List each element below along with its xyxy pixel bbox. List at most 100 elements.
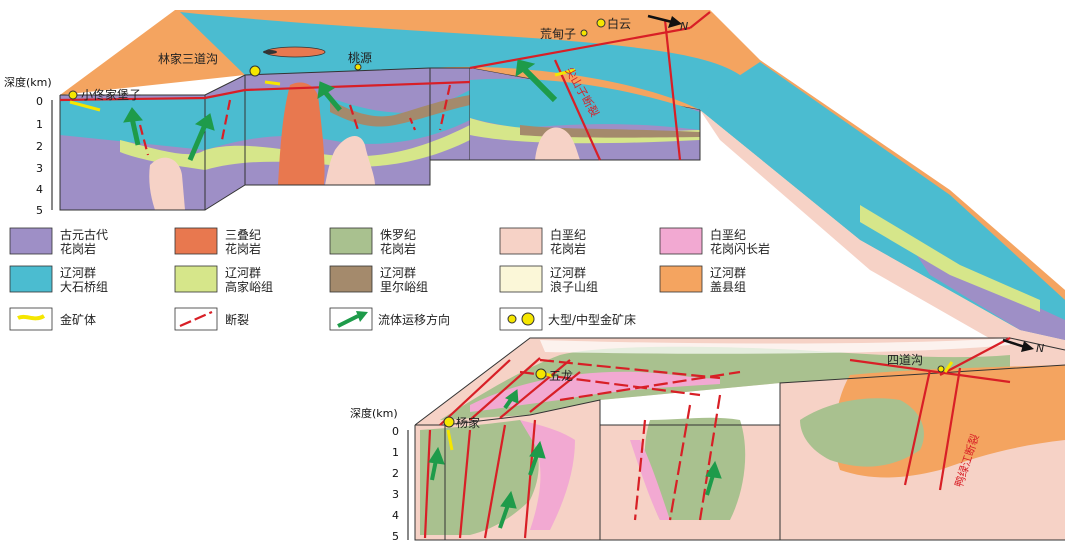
label-huangdian: 荒甸子 (540, 27, 576, 41)
svg-text:大石桥组: 大石桥组 (60, 280, 108, 294)
lower-tick-0: 0 (392, 425, 399, 438)
upper-depth-axis: 深度(km) 0 1 2 3 4 5 (4, 75, 53, 217)
legend-item-12: 流体运移方向 (329, 307, 450, 331)
lower-depth-title: 深度(km) (350, 406, 398, 420)
north-label-lower: N (1036, 342, 1044, 355)
legend-item-4: 白垩纪 花岗闪长岩 (659, 227, 770, 256)
svg-text:盖县组: 盖县组 (710, 280, 746, 294)
legend-item-8: 辽河群 浪子山组 (499, 265, 598, 294)
svg-text:花岗闪长岩: 花岗闪长岩 (710, 241, 770, 256)
svg-text:大型/中型金矿床: 大型/中型金矿床 (548, 312, 636, 327)
lower-tick-5: 5 (392, 530, 399, 543)
svg-text:三叠纪: 三叠纪 (225, 228, 261, 242)
upper-front-lime (120, 125, 470, 170)
upper-cyan-band (180, 12, 760, 110)
label-linjia: 林家三道沟 (158, 51, 218, 66)
lower-depth-axis: 深度(km) 0 1 2 3 4 5 (350, 406, 409, 543)
cretaceous-granite-a (325, 135, 375, 185)
lower-faults (423, 337, 1011, 539)
legend-item-6: 辽河群 高家峪组 (174, 265, 273, 294)
svg-text:辽河群: 辽河群 (380, 266, 416, 280)
lower-mine-markers (443, 365, 945, 428)
upper-ore-bodies (69, 68, 576, 112)
upper-right-layers (470, 78, 700, 130)
upper-block (59, 10, 1065, 350)
svg-text:白垩纪: 白垩纪 (710, 227, 746, 242)
upper-tick-1: 1 (36, 118, 43, 131)
legend-item-2: 侏罗纪 花岗岩 (329, 227, 416, 256)
belt-side-face (700, 62, 1065, 340)
jurassic-granite-b (644, 417, 746, 520)
mine-yangjia (443, 416, 455, 428)
legend-item-3: 白垩纪 花岗岩 (499, 227, 586, 256)
svg-text:高家峪组: 高家峪组 (225, 279, 273, 294)
upper-tick-2: 2 (36, 140, 43, 153)
triassic-granite (278, 82, 325, 185)
legend: 古元古代 花岗岩 三叠纪 花岗岩 侏罗纪 花岗岩 白垩纪 花岗岩 白垩纪 花岗闪… (9, 227, 770, 331)
svg-text:辽河群: 辽河群 (225, 266, 261, 280)
legend-item-11: 断裂 (174, 307, 249, 331)
svg-text:花岗岩: 花岗岩 (550, 241, 586, 256)
svg-text:辽河群: 辽河群 (550, 266, 586, 280)
svg-text:侏罗纪: 侏罗纪 (380, 228, 416, 242)
lower-tick-2: 2 (392, 467, 399, 480)
svg-text:流体运移方向: 流体运移方向 (378, 312, 450, 327)
lake-2 (263, 50, 277, 54)
lower-fluid-arrows (428, 389, 722, 529)
north-label-upper: N (680, 20, 688, 33)
mine-xiaotong (68, 90, 78, 100)
legend-item-5: 辽河群 大石桥组 (9, 265, 108, 294)
label-sidao: 四道沟 (887, 353, 923, 367)
lower-green-right (800, 398, 924, 467)
svg-text:辽河群: 辽河群 (60, 266, 96, 280)
north-arrow-lower (1002, 338, 1034, 352)
svg-text:白垩纪: 白垩纪 (550, 227, 586, 242)
lower-tick-4: 4 (392, 509, 399, 522)
svg-text:里尔峪组: 里尔峪组 (380, 279, 428, 294)
legend-item-7: 辽河群 里尔峪组 (329, 265, 428, 294)
mine-wulong (535, 368, 547, 380)
label-xiaotong: 小佟家堡子 (81, 87, 141, 102)
upper-mine-markers (68, 18, 606, 100)
legend-item-0: 古元古代 花岗岩 (9, 227, 108, 256)
mine-baiyun (596, 18, 606, 28)
upper-front-outline (59, 95, 206, 211)
north-arrow-upper (647, 14, 682, 28)
belt-lime (860, 205, 1040, 312)
upper-fluid-arrows (123, 59, 558, 161)
svg-text:辽河群: 辽河群 (710, 266, 746, 280)
upper-tick-0: 0 (36, 95, 43, 108)
upper-front-cyan (60, 88, 470, 150)
label-baiyun: 白云 (607, 16, 631, 31)
lower-block (414, 337, 1066, 541)
svg-text:浪子山组: 浪子山组 (550, 279, 598, 294)
cretaceous-granite-b (149, 157, 185, 210)
upper-tick-3: 3 (36, 162, 43, 175)
legend-item-1: 三叠纪 花岗岩 (174, 227, 261, 256)
lower-tick-1: 1 (392, 446, 399, 459)
svg-text:古元古代: 古元古代 (60, 227, 108, 242)
svg-text:花岗岩: 花岗岩 (60, 241, 96, 256)
granodiorite-a (520, 420, 575, 530)
mine-sidao (937, 365, 945, 373)
upper-front-brown (330, 95, 470, 127)
svg-text:花岗岩: 花岗岩 (380, 241, 416, 256)
lower-tick-3: 3 (392, 488, 399, 501)
svg-text:花岗岩: 花岗岩 (225, 241, 261, 256)
mine-taoyuan (354, 63, 362, 71)
legend-item-13: 大型/中型金矿床 (499, 307, 636, 331)
cretaceous-granite-c (535, 127, 580, 160)
label-taoyuan: 桃源 (348, 50, 372, 65)
label-wulong: 五龙 (549, 369, 573, 383)
svg-text:金矿体: 金矿体 (60, 312, 96, 327)
mine-huangdian (580, 29, 588, 37)
legend-item-9: 辽河群 盖县组 (659, 265, 746, 294)
upper-tick-4: 4 (36, 183, 43, 196)
mine-linjia (249, 65, 261, 77)
upper-tick-5: 5 (36, 204, 43, 217)
svg-text:断裂: 断裂 (225, 312, 249, 327)
upper-faults (59, 11, 711, 161)
legend-item-10: 金矿体 (9, 307, 96, 331)
label-yangjia: 杨家 (456, 415, 480, 430)
upper-depth-title: 深度(km) (4, 75, 52, 89)
